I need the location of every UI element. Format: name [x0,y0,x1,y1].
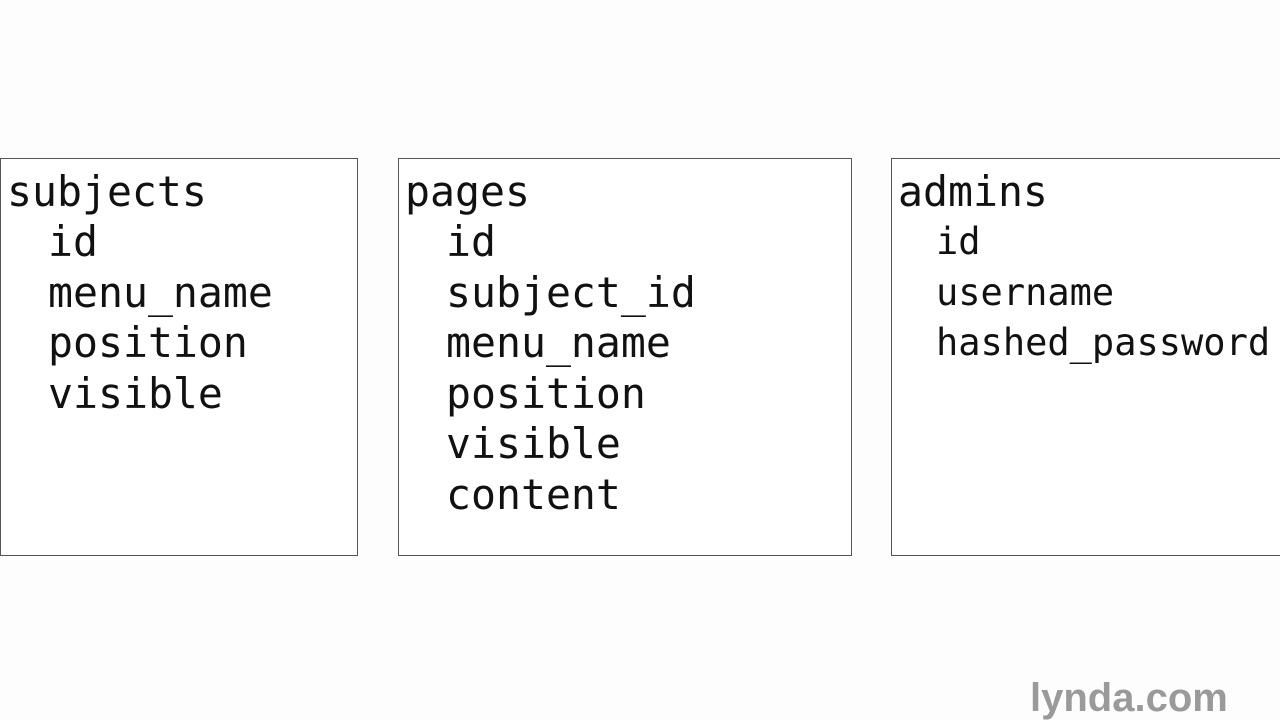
table-subjects: subjects id menu_name position visible [0,158,358,556]
field: hashed_password [936,321,1271,364]
table-title: pages [405,167,530,216]
field: username [936,270,1115,314]
field-list: id subject_id menu_name position visible… [446,217,696,520]
table-admins: admins id username hashed_password [891,158,1280,556]
field: content [446,469,621,519]
field: id [446,217,496,266]
table-title: subjects [7,167,207,216]
field: menu_name [446,318,671,367]
field: menu_name [48,267,273,317]
field-list: id username hashed_password [936,217,1270,369]
field: subject_id [446,267,696,317]
field: visible [446,419,621,468]
table-title: admins [898,167,1048,216]
table-pages: pages id subject_id menu_name position v… [398,158,852,556]
field: position [48,318,248,367]
watermark-logo: lynda.com [1030,676,1228,720]
field: visible [48,368,223,418]
field-list: id menu_name position visible [48,217,273,419]
field: position [446,368,646,418]
field: id [936,220,981,263]
field: id [48,217,98,266]
